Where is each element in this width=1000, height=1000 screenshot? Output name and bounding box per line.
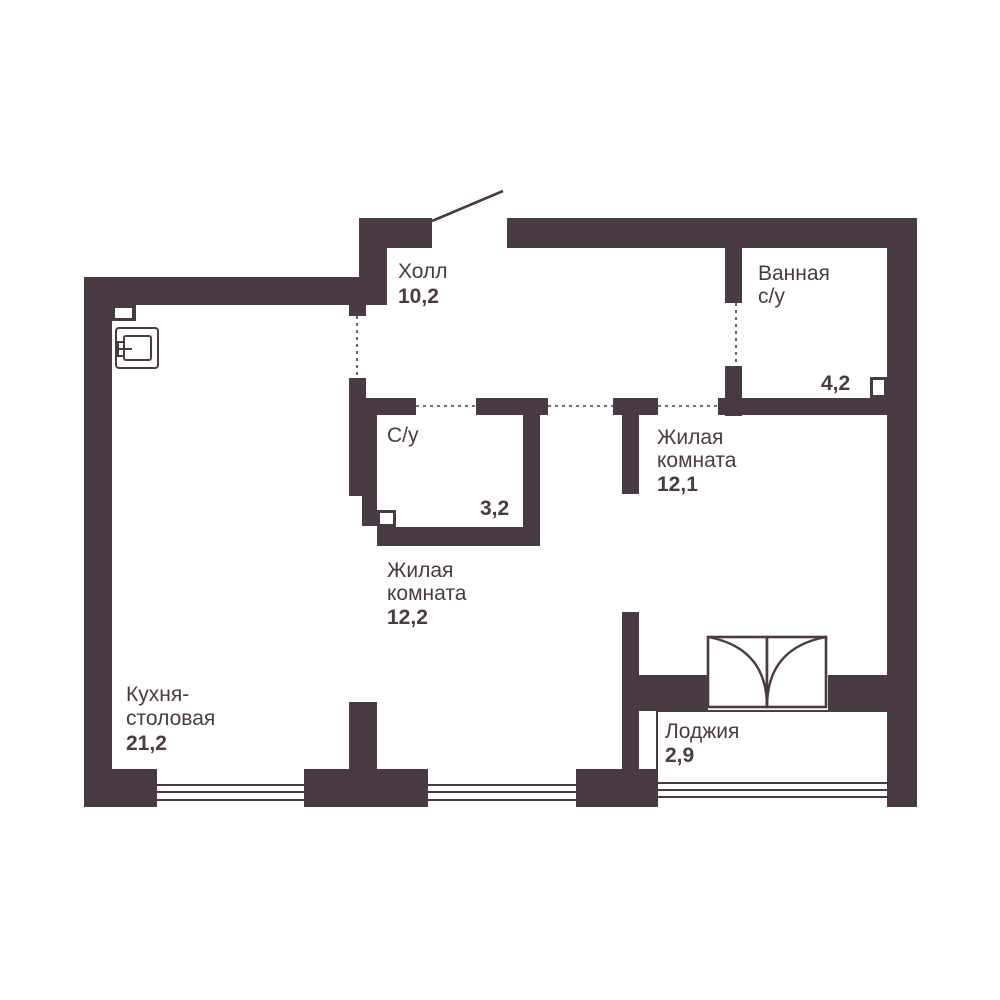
ventilation-shaft-icon	[377, 510, 396, 527]
loggia-area: 2,9	[665, 744, 694, 767]
interior-walls	[349, 246, 903, 807]
kitchen-name-line2: столовая	[126, 707, 215, 730]
hall-label: Холл 10,2	[398, 260, 448, 308]
bedroom-window-icon	[426, 769, 578, 807]
wc-name: С/у	[387, 424, 419, 447]
kitchen-name-line1: Кухня-	[126, 683, 189, 706]
balcony-door-icon	[706, 635, 828, 709]
wc-label: С/у 3,2	[387, 424, 509, 520]
bedroom-right-label: Жилая комната 12,1	[657, 426, 737, 496]
wc-area: 3,2	[480, 497, 509, 520]
bathroom-name-line2: с/у	[758, 285, 785, 308]
ventilation-shaft-icon	[870, 377, 887, 398]
loggia-glazing-icon	[656, 710, 887, 807]
bathroom-area: 4,2	[821, 372, 850, 395]
bedroom-right-name-line2: комната	[657, 449, 737, 472]
entrance-door-icon	[431, 189, 504, 223]
windows	[155, 710, 887, 807]
bathroom-label: Ванная с/у 4,2	[758, 262, 850, 395]
bathroom-name-line1: Ванная	[758, 262, 830, 285]
hall-name: Холл	[398, 260, 448, 283]
bedroom-center-name-line2: комната	[387, 582, 467, 605]
bedroom-center-name-line1: Жилая	[387, 559, 453, 582]
bedroom-right-area: 12,1	[657, 473, 698, 496]
bedroom-center-label: Жилая комната 12,2	[387, 559, 467, 629]
openings	[356, 303, 737, 407]
bedroom-right-name-line1: Жилая	[657, 426, 723, 449]
loggia-name: Лоджия	[665, 720, 739, 743]
kitchen-window-icon	[155, 769, 306, 807]
kitchen-area: 21,2	[126, 732, 167, 755]
loggia-label: Лоджия 2,9	[665, 720, 739, 767]
ventilation-shaft-icon	[112, 305, 136, 321]
kitchen-label: Кухня- столовая 21,2	[126, 683, 215, 755]
bedroom-center-area: 12,2	[387, 606, 428, 629]
boiler-icon	[115, 327, 159, 369]
hall-area: 10,2	[398, 285, 439, 308]
